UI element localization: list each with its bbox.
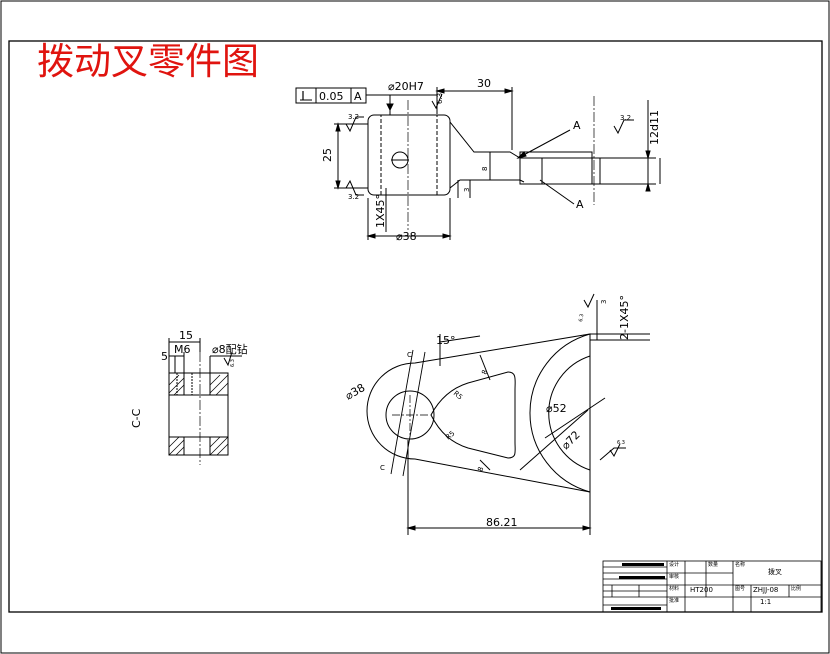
height-dimension: 25 xyxy=(321,148,334,162)
length-dimension: 30 xyxy=(477,77,491,90)
cell-count: 数量 xyxy=(708,561,718,568)
angle-dimension: 15° xyxy=(436,334,456,347)
cell-scale: 比例 xyxy=(791,585,801,592)
rib-bottom-dimension: 8 xyxy=(476,466,485,473)
chamfer-dimension: 1X45° xyxy=(374,194,387,228)
fork-inner-arc xyxy=(548,355,591,471)
cell-approve: 批准 xyxy=(669,597,679,604)
part-name-value: 拨叉 xyxy=(768,567,782,576)
inner-pocket xyxy=(430,371,516,459)
bore-dimension: ⌀20H7 xyxy=(388,80,424,93)
pocket-radius-top: R5 xyxy=(452,389,464,401)
fork-inner-diameter: ⌀52 xyxy=(546,402,567,415)
rib-dimension: 8 xyxy=(481,167,489,171)
boss-outline xyxy=(367,114,451,196)
front-view-labels: 0.05 A ⌀20H7 30 6.3 3.2 3.2 3.2 25 8 3 1… xyxy=(319,77,661,243)
top-view xyxy=(366,293,650,535)
section-view xyxy=(168,338,242,465)
scale-value: 1:1 xyxy=(760,598,771,606)
cut-c-top: C xyxy=(407,351,412,359)
tolerance-datum: A xyxy=(354,90,362,103)
top-roughness-value: 6.3 xyxy=(578,313,585,322)
fork-outer-arc xyxy=(529,333,591,493)
drawing-number-value: ZHJJ-08 xyxy=(753,586,778,594)
section-view-labels: C-C 15 5 M6 ⌀8配钻 6.3 xyxy=(130,329,248,428)
section-outline xyxy=(168,372,229,456)
inner-frame xyxy=(8,40,823,613)
pocket-radius-bottom: R5 xyxy=(444,429,456,441)
title-block xyxy=(602,560,822,613)
section-hatching xyxy=(168,374,229,456)
roughness-top-value: 6.3 xyxy=(436,93,444,104)
rib-top-dimension: 8 xyxy=(480,369,489,376)
cut-c-bottom: C xyxy=(380,464,385,472)
step-dimension: 3 xyxy=(463,188,471,192)
cell-check: 审核 xyxy=(669,573,679,580)
title-block-labels: 设计 审核 材料 批准 数量 名称 图号 比例 HT200 拨叉 ZHJJ-08… xyxy=(669,561,801,606)
tolerance-value: 0.05 xyxy=(319,90,344,103)
fork-width-dimension: 12d11 xyxy=(648,110,661,145)
drawing-title: 拨动叉零件图 xyxy=(37,40,259,83)
roughness-left-bottom-value: 3.2 xyxy=(348,193,359,201)
pin-hole-callout: ⌀8配钻 xyxy=(212,342,248,356)
cell-material: 材料 xyxy=(669,585,679,592)
top-boss-diameter: ⌀38 xyxy=(343,381,367,403)
material-value: HT200 xyxy=(690,586,713,594)
section-label: C-C xyxy=(130,408,143,428)
top-chamfer-dimension: 2-1X45° xyxy=(618,295,631,340)
roughness-right-value: 3.2 xyxy=(620,114,631,122)
front-view xyxy=(295,87,661,240)
overall-width-dimension: 86.21 xyxy=(486,516,518,529)
roughness-left-value: 3.2 xyxy=(348,113,359,121)
boss-diameter: ⌀38 xyxy=(396,230,417,243)
section-a-top: A xyxy=(573,119,581,132)
section-roughness-value: 6.3 xyxy=(230,359,236,367)
cell-design: 设计 xyxy=(669,561,679,568)
section-offset-dimension: 5 xyxy=(161,350,168,363)
right-roughness-value: 6.3 xyxy=(617,440,625,446)
section-a-bottom: A xyxy=(576,198,584,211)
cell-no: 图号 xyxy=(735,586,745,592)
bore-hidden xyxy=(380,114,438,196)
section-width-dimension: 15 xyxy=(179,329,193,342)
top-step-dimension: 3 xyxy=(600,300,608,304)
thread-callout: M6 xyxy=(174,343,191,356)
cell-name: 名称 xyxy=(735,561,745,568)
